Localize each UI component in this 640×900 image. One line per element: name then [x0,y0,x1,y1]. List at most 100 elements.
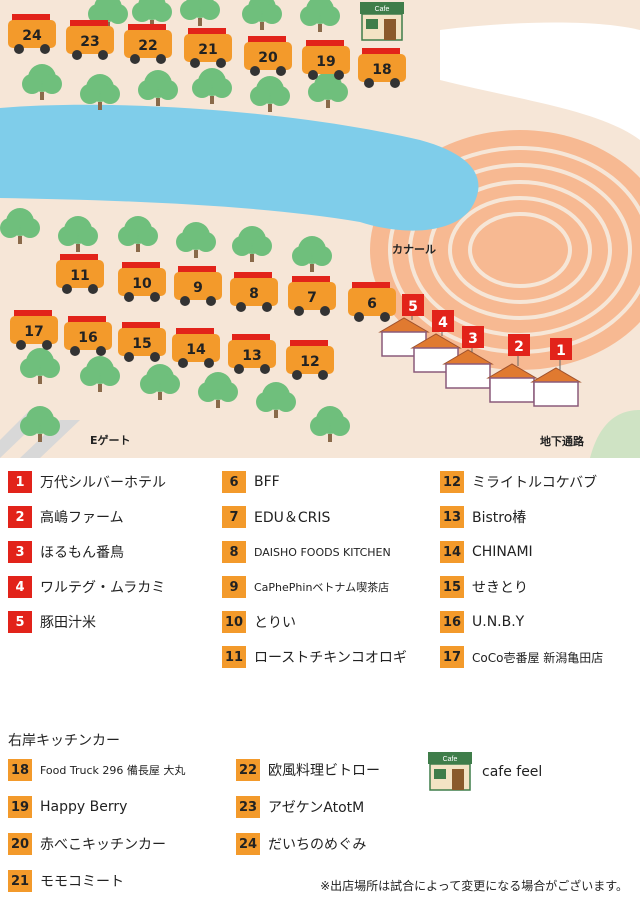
truck-number: 9 [193,280,203,296]
truck-number: 21 [198,42,217,58]
legend-number: 7 [222,506,246,528]
tent-number: 5 [408,299,418,315]
truck-number: 11 [70,268,89,284]
legend-name: DAISHO FOODS KITCHEN [254,545,391,559]
legend-number: 19 [8,796,32,818]
truck-number: 20 [258,50,278,66]
tree [308,72,348,108]
legend-name: ローストチキンコオロギ [254,650,407,666]
legend-number: 3 [8,541,32,563]
food-truck-13: 13 [228,334,276,374]
legend-number: 4 [8,576,32,598]
food-truck-8: 8 [230,272,278,312]
tree [250,76,290,112]
food-truck-17: 17 [10,310,58,350]
tent-3: 3 [442,326,494,389]
food-truck-22: 22 [124,24,172,64]
truck-number: 13 [242,348,261,364]
legend-name: Happy Berry [40,799,128,815]
label-canal: カナール [392,243,436,256]
food-truck-21: 21 [184,28,232,68]
legend-name: モモコミート [40,874,124,890]
legend-name: ワルテグ・ムラカミ [40,580,166,596]
legend-name: 赤べこキッチンカー [40,837,166,853]
note: ※出店場所は試合によって変更になる場合がございます。 [320,879,628,893]
white-area [440,22,640,140]
legend-name: 高嶋ファーム [40,510,124,526]
legend-number: 5 [8,611,32,633]
label-underground: 地下通路 [540,434,585,448]
truck-number: 10 [132,276,152,292]
label-gate-e: Eゲート [90,433,131,447]
cafe-building: Cafe [360,2,404,41]
legend-number: 2 [8,506,32,528]
legend-item-21: 21 モモコミート [8,869,124,893]
tent-1: 1 [530,338,582,407]
food-truck-14: 14 [172,328,220,368]
truck-number: 22 [138,38,157,54]
tree [88,0,128,30]
legend-name: アゼケンAtotM [268,800,365,816]
tent-2: 2 [486,334,538,403]
tree [300,0,340,32]
tent-number: 1 [556,343,566,359]
legend-name: CaPhePhinベトナム喫茶店 [254,581,390,594]
legend-item-23: 23 アゼケンAtotM [236,795,364,819]
legend-number: 20 [8,833,32,855]
tree [310,406,350,442]
legend-cafe: Cafe cafe feel [428,750,542,794]
legend-name: Food Truck 296 備長屋 大丸 [40,764,186,777]
tree [256,382,296,418]
food-truck-20: 20 [244,36,292,76]
legend-item-19: 19 Happy Berry [8,795,127,819]
legend-name: CoCo壱番屋 新潟亀田店 [472,650,604,665]
legend-name: CHINAMI [472,544,533,560]
legend-number: 10 [222,611,246,633]
legend-number: 21 [8,870,32,892]
food-truck-6: 6 [348,282,396,322]
tree [22,64,62,100]
truck-number: 15 [132,336,151,352]
cafe-sign-text: Cafe [375,6,390,13]
legend-name: だいちのめぐみ [268,837,367,853]
truck-number: 14 [186,342,206,358]
legend-number: 6 [222,471,246,493]
tree [138,70,178,106]
tree [80,74,120,110]
cafe-name: cafe feel [482,764,543,780]
truck-number: 16 [78,330,97,346]
tent-number: 4 [438,315,448,331]
legend-name: せきとり [472,580,528,596]
tent-number: 2 [514,339,524,355]
truck-number: 24 [22,28,42,44]
tree [242,0,282,30]
legend-number: 14 [440,541,464,563]
tree [58,216,98,252]
food-truck-19: 19 [302,40,350,80]
trees [0,0,350,442]
truck-number: 17 [24,324,43,340]
legend-number: 23 [236,796,260,818]
tree [176,222,216,258]
legend-name: 欧風料理ビトロー [268,763,380,779]
food-truck-9: 9 [174,266,222,306]
green-area [590,410,640,458]
truck-number: 18 [372,62,391,78]
food-truck-12: 12 [286,340,334,380]
legend-name: BFF [254,474,280,490]
tree [292,236,332,272]
